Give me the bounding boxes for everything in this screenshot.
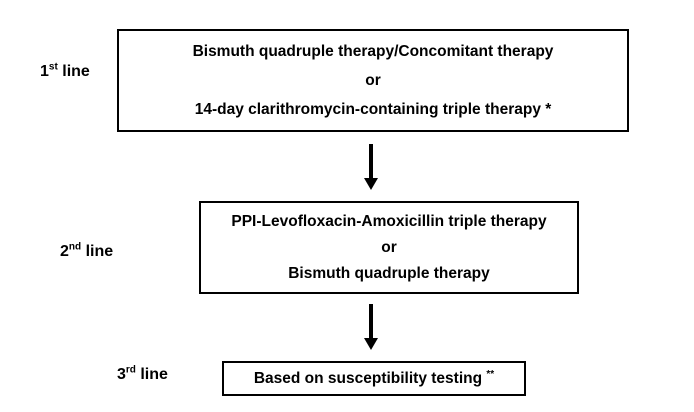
tier-1-label: 1st line — [40, 61, 90, 81]
tier-2-label-suffix: nd — [68, 241, 82, 253]
tier-2-label-word: line — [81, 243, 114, 260]
tier-1-label-number: 1 — [40, 63, 49, 80]
tier-3-label: 3rd line — [117, 364, 168, 384]
tier-1-or: or — [365, 72, 381, 89]
down-arrow-icon — [364, 304, 378, 350]
tier-2-option-2: Bismuth quadruple therapy — [288, 264, 490, 282]
tier-3-label-word: line — [135, 366, 168, 383]
tier-1-box: Bismuth quadruple therapy/Concomitant th… — [117, 29, 629, 132]
tier-3-label-suffix: rd — [125, 364, 136, 376]
tier-2-option-1: PPI-Levofloxacin-Amoxicillin triple ther… — [231, 212, 547, 230]
tier-3-label-number: 3 — [117, 366, 126, 383]
tier-1-option-2: 14-day clarithromycin-containing triple … — [194, 101, 552, 118]
tier-2-or: or — [381, 238, 397, 256]
tier-1-option-1: Bismuth quadruple therapy/Concomitant th… — [192, 43, 554, 60]
tier-3-box: Based on susceptibility testing ** — [222, 361, 526, 396]
tier-1-label-suffix: st — [48, 61, 58, 73]
tier-3-option-1: Based on susceptibility testing ** — [253, 368, 495, 387]
tier-1-footnote-mark: * — [540, 101, 552, 118]
tier-2-label: 2nd line — [60, 241, 114, 261]
tier-1-label-word: line — [57, 63, 90, 80]
tier-3-footnote-mark: ** — [486, 368, 495, 380]
down-arrow-icon — [364, 144, 378, 190]
tier-2-box: PPI-Levofloxacin-Amoxicillin triple ther… — [199, 201, 579, 294]
tier-2-label-number: 2 — [60, 243, 69, 260]
